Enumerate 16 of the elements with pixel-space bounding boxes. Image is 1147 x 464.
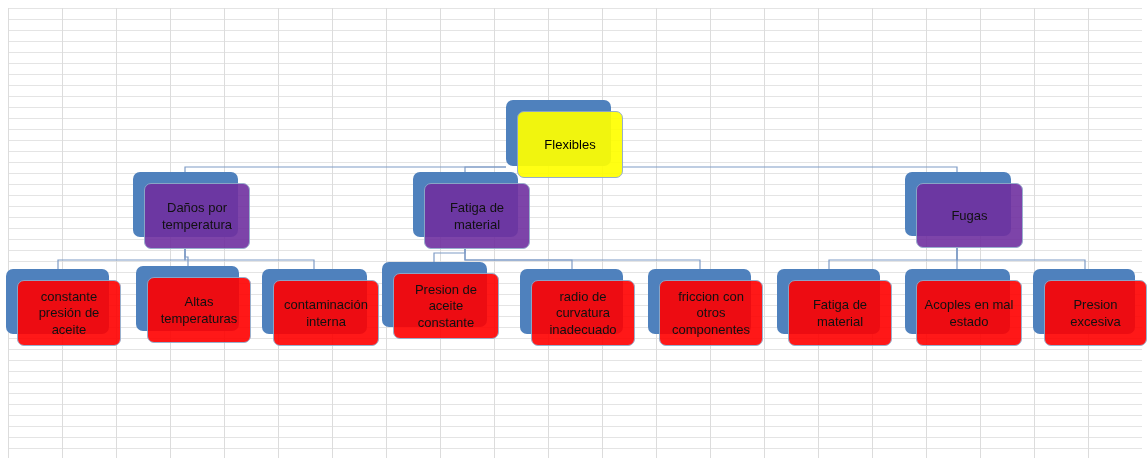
rounded-box: constante presión de aceite: [6, 269, 121, 346]
connector-line: [464, 166, 507, 173]
rounded-box: Fugas: [905, 172, 1023, 248]
rounded-box: Daños por temperatura: [133, 172, 250, 249]
rounded-box: friccion con otros componentes: [648, 269, 763, 346]
rounded-box: radio de curvatura inadecuado: [520, 269, 635, 346]
rounded-box: Presion de aceite constante: [382, 262, 499, 339]
rounded-box: Fatiga de material: [777, 269, 892, 346]
connector-line: [464, 248, 701, 270]
rounded-box: Presion excesiva: [1033, 269, 1147, 346]
rounded-box: Acoples en mal estado: [905, 269, 1022, 346]
rounded-box: contaminación interna: [262, 269, 379, 346]
connector-line: [956, 247, 1086, 270]
connector-line: [622, 166, 958, 173]
connector-line: [184, 248, 315, 270]
rounded-box: Altas temperaturas: [136, 266, 251, 343]
